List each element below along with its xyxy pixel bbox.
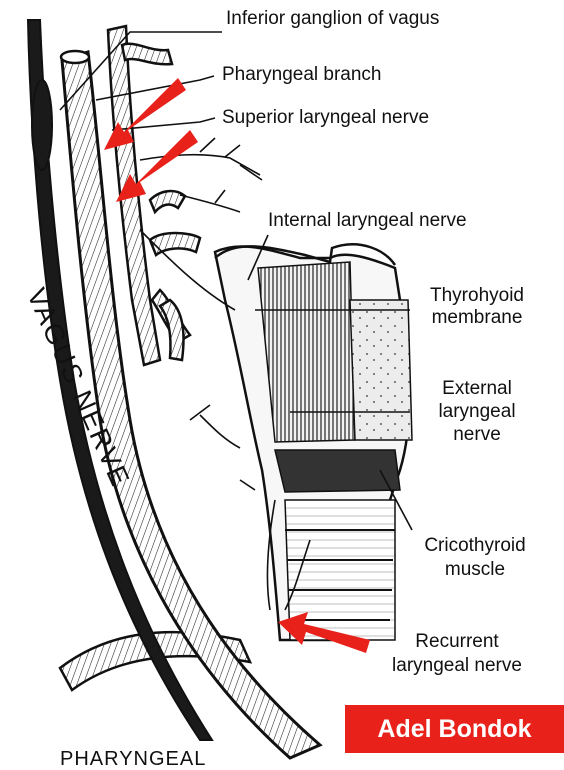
label-recurrent-line1: Recurrent	[362, 630, 552, 654]
label-thyrohyoid-line2: membrane	[412, 307, 542, 329]
bottom-label-pharyngeal: PHARYNGEAL	[60, 748, 206, 770]
label-inferior-ganglion: Inferior ganglion of vagus	[226, 8, 439, 30]
label-thyrohyoid-line1: Thyrohyoid	[412, 285, 542, 307]
author-credit-banner: Adel Bondok	[345, 705, 564, 753]
label-thyrohyoid-membrane: Thyrohyoid membrane	[412, 285, 542, 329]
label-pharyngeal-branch: Pharyngeal branch	[222, 64, 382, 86]
larynx	[215, 244, 412, 640]
label-recurrent-laryngeal-nerve: Recurrent laryngeal nerve	[362, 630, 552, 678]
label-external-laryngeal-nerve: External laryngeal nerve	[412, 377, 542, 446]
label-external-line1: External	[412, 377, 542, 400]
label-external-line2: laryngeal	[412, 400, 542, 423]
label-external-line3: nerve	[412, 423, 542, 446]
label-cricothyroid-line1: Cricothyroid	[400, 534, 550, 558]
label-cricothyroid-line2: muscle	[400, 558, 550, 582]
label-cricothyroid-muscle: Cricothyroid muscle	[400, 534, 550, 582]
label-internal-laryngeal-nerve: Internal laryngeal nerve	[268, 210, 467, 232]
label-recurrent-line2: laryngeal nerve	[362, 654, 552, 678]
label-superior-laryngeal-nerve: Superior laryngeal nerve	[222, 107, 429, 129]
